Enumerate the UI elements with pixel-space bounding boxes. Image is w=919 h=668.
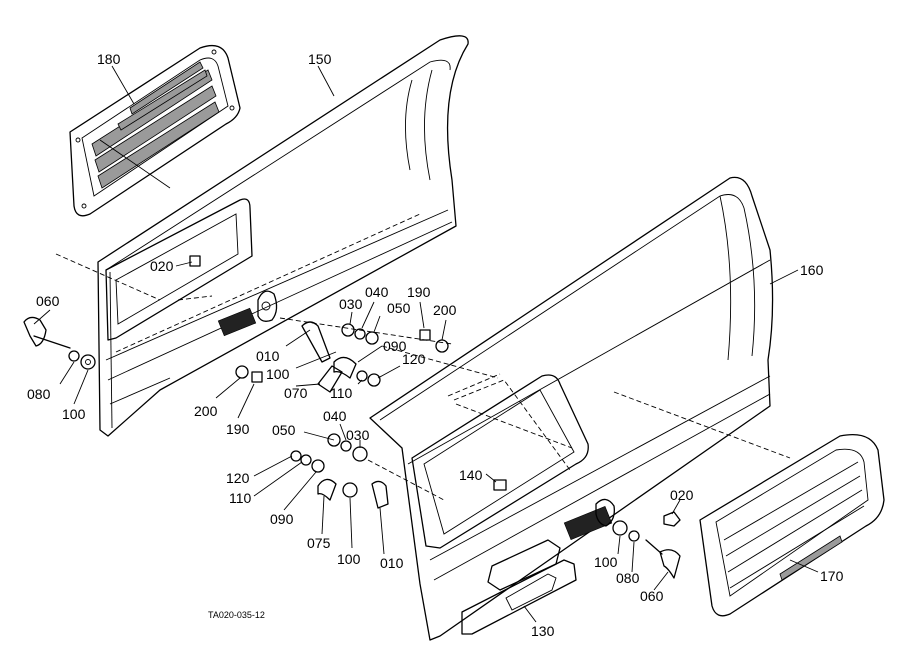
leader-lines xyxy=(33,65,819,623)
callout-040-lower: 040 xyxy=(323,408,347,424)
callout-170: 170 xyxy=(820,568,844,584)
diagram-code: TA020-035-12 xyxy=(208,610,265,620)
side-panel-left xyxy=(55,35,469,437)
callout-130: 130 xyxy=(531,623,555,639)
callout-190-lower: 190 xyxy=(226,421,250,437)
callout-090-upper: 090 xyxy=(383,338,407,354)
callout-100-right: 100 xyxy=(594,554,618,570)
callout-200-upper: 200 xyxy=(433,302,457,318)
callout-110-lower: 110 xyxy=(229,490,252,506)
callout-010-lower: 010 xyxy=(380,555,404,571)
callout-050-upper: 050 xyxy=(387,300,411,316)
callout-100-upper: 100 xyxy=(266,366,290,382)
callout-080-right: 080 xyxy=(616,570,640,586)
callout-200-lower: 200 xyxy=(194,403,218,419)
callout-100-left: 100 xyxy=(62,406,86,422)
hardware-left xyxy=(23,255,499,393)
callout-140: 140 xyxy=(459,467,483,483)
callout-090-lower: 090 xyxy=(270,511,294,527)
callout-190-upper: 190 xyxy=(407,284,431,300)
callout-150: 150 xyxy=(308,51,332,67)
callout-100-lower: 100 xyxy=(337,551,361,567)
callout-labels: 180 150 160 020 060 080 100 030 040 050 … xyxy=(27,51,844,639)
callout-110-upper: 110 xyxy=(330,385,353,401)
callout-120-upper: 120 xyxy=(402,351,426,367)
callout-075: 075 xyxy=(307,535,331,551)
louver-grille-right xyxy=(613,391,885,617)
callout-180: 180 xyxy=(97,51,121,67)
callout-040-upper: 040 xyxy=(365,284,389,300)
callout-080-left: 080 xyxy=(27,386,51,402)
callout-010-upper: 010 xyxy=(256,348,280,364)
callout-030-upper: 030 xyxy=(339,296,363,312)
callout-020-upper: 020 xyxy=(150,258,174,274)
callout-160: 160 xyxy=(800,262,824,278)
callout-050-lower: 050 xyxy=(272,422,296,438)
hardware-right xyxy=(290,433,681,579)
callout-060-right: 060 xyxy=(640,588,664,604)
trim-strip xyxy=(461,559,577,635)
side-panel-right xyxy=(369,176,774,641)
callout-070: 070 xyxy=(284,385,308,401)
callout-020-right: 020 xyxy=(670,487,694,503)
callout-060-left: 060 xyxy=(36,293,60,309)
louver-grille-left xyxy=(69,44,241,217)
callout-120-lower: 120 xyxy=(226,470,250,486)
callout-030-lower: 030 xyxy=(346,427,370,443)
